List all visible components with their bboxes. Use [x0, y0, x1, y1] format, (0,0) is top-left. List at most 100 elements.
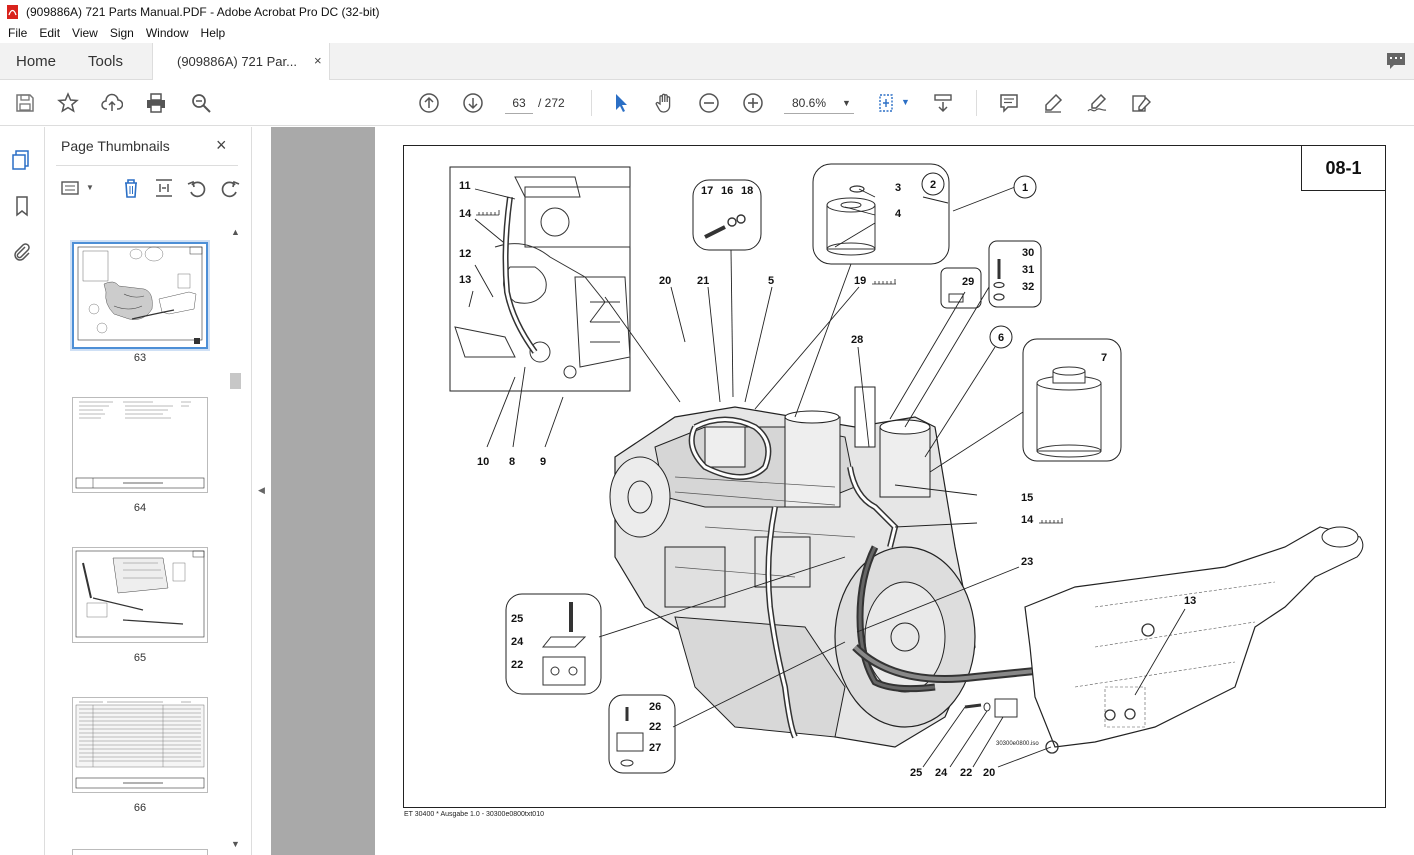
search-zoom-icon[interactable]: [189, 91, 213, 115]
zoom-value: 80.6%: [792, 95, 827, 110]
thumbnail-page-number: 63: [133, 352, 147, 364]
hand-icon[interactable]: [653, 91, 677, 115]
svg-text:13: 13: [459, 274, 471, 286]
thumbnail-page-64[interactable]: [72, 397, 208, 493]
svg-text:22: 22: [511, 659, 523, 671]
thumbnail-page-number: 65: [133, 652, 147, 664]
svg-text:30: 30: [1022, 247, 1034, 259]
svg-text:14: 14: [459, 208, 472, 220]
title-bar: (909886A) 721 Parts Manual.PDF - Adobe A…: [0, 0, 1414, 23]
svg-text:14: 14: [1021, 514, 1034, 526]
engine-illustration: [609, 386, 976, 748]
page-code: 08-1: [1301, 145, 1386, 191]
svg-text:10: 10: [477, 456, 489, 468]
scroll-up-icon[interactable]: ▲: [231, 227, 240, 237]
thumbnail-page-65[interactable]: [72, 547, 208, 643]
comment-bubble-icon[interactable]: [1386, 52, 1406, 70]
rotate-right-icon[interactable]: [219, 177, 241, 199]
tab-tools[interactable]: Tools: [88, 53, 124, 70]
menu-edit[interactable]: Edit: [39, 26, 61, 40]
extract-pages-icon[interactable]: [153, 177, 175, 199]
menu-file[interactable]: File: [8, 26, 28, 40]
svg-text:7: 7: [1101, 352, 1107, 364]
drawing-frame: [403, 145, 1386, 808]
thumbnail-page-67-partial[interactable]: [72, 849, 208, 855]
menu-help[interactable]: Help: [200, 26, 226, 40]
options-menu-icon[interactable]: [60, 177, 82, 199]
zoom-in-icon[interactable]: [741, 91, 765, 115]
page-thumbnails-icon[interactable]: [11, 149, 33, 171]
menu-window[interactable]: Window: [145, 26, 189, 40]
bookmark-star-icon[interactable]: [56, 91, 80, 115]
svg-text:15: 15: [1021, 492, 1033, 504]
page-down-icon[interactable]: [461, 91, 485, 115]
edit-icon[interactable]: [1129, 91, 1153, 115]
page-footer: ET 30400 * Ausgabe 1.0 - 30300e0800txt01…: [404, 811, 544, 818]
highlight-icon[interactable]: [1041, 91, 1065, 115]
thumbnail-page-63[interactable]: [72, 242, 208, 349]
collapse-arrow-icon[interactable]: ◀: [258, 485, 265, 495]
menu-bar: File Edit View Sign Window Help: [0, 23, 1414, 43]
zoom-out-icon[interactable]: [697, 91, 721, 115]
upload-icon[interactable]: [100, 91, 124, 115]
panel-collapse-bar[interactable]: ◀: [253, 127, 271, 855]
svg-text:5: 5: [768, 275, 774, 287]
thumbnail-preview: [77, 246, 203, 344]
scroll-down-icon[interactable]: ▼: [231, 839, 240, 849]
tab-close-icon[interactable]: ×: [314, 53, 322, 68]
svg-text:17: 17: [701, 185, 713, 197]
toolbar-divider: [591, 90, 592, 116]
thumbnail-preview: [75, 550, 205, 638]
svg-text:25: 25: [910, 767, 922, 779]
zoom-select[interactable]: 80.6% ▼: [784, 92, 854, 114]
callout-labels: 11 14 12 13 10 8 9 17 16 18 20 21 5 19 3…: [459, 179, 1196, 779]
svg-text:27: 27: [649, 742, 661, 754]
tab-home[interactable]: Home: [16, 53, 57, 70]
thumbnail-preview: [75, 701, 205, 789]
options-chevron-icon[interactable]: ▼: [86, 183, 94, 192]
document-viewport[interactable]: 08-1: [271, 127, 1414, 855]
panel-divider: [56, 165, 238, 166]
select-cursor-icon[interactable]: [609, 91, 633, 115]
svg-text:28: 28: [851, 334, 863, 346]
pdf-app-icon: [7, 4, 18, 19]
svg-text:26: 26: [649, 701, 661, 713]
delete-trash-icon[interactable]: [120, 177, 142, 199]
panel-close-icon[interactable]: ×: [216, 135, 227, 155]
svg-text:9: 9: [540, 456, 546, 468]
tab-document-label: (909886A) 721 Par...: [177, 54, 297, 69]
left-navigation-rail: [0, 127, 45, 855]
page-thumbnails-panel: Page Thumbnails × ▼: [46, 127, 252, 855]
svg-text:8: 8: [509, 456, 515, 468]
thumbnail-preview: [75, 401, 205, 489]
svg-text:29: 29: [962, 276, 974, 288]
rotate-left-icon[interactable]: [186, 177, 208, 199]
svg-text:18: 18: [741, 185, 753, 197]
fit-page-icon[interactable]: [875, 91, 899, 115]
scrollbar-thumb[interactable]: [230, 373, 241, 389]
svg-text:2: 2: [930, 179, 936, 191]
svg-text:23: 23: [1021, 556, 1033, 568]
parts-exploded-diagram: 11 14 12 13 10 8 9 17 16 18 20 21 5 19 3…: [449, 163, 1364, 779]
print-icon[interactable]: [144, 91, 168, 115]
menu-view[interactable]: View: [72, 26, 98, 40]
fit-page-chevron-icon[interactable]: ▼: [901, 97, 910, 107]
page-up-icon[interactable]: [417, 91, 441, 115]
thumbnail-scrollbar[interactable]: ▲ ▼: [229, 227, 242, 855]
save-icon[interactable]: [13, 91, 37, 115]
page-number-input[interactable]: [505, 92, 533, 114]
sign-icon[interactable]: [1085, 91, 1109, 115]
tab-document[interactable]: (909886A) 721 Par... ×: [152, 43, 330, 80]
bookmarks-icon[interactable]: [11, 195, 33, 217]
callout-box-30-32: [988, 240, 1042, 308]
svg-text:19: 19: [854, 275, 866, 287]
svg-text:12: 12: [459, 248, 471, 260]
svg-text:3: 3: [895, 182, 901, 194]
comment-icon[interactable]: [997, 91, 1021, 115]
scroll-mode-icon[interactable]: [931, 91, 955, 115]
attachments-paperclip-icon[interactable]: [11, 241, 33, 263]
menu-sign[interactable]: Sign: [109, 26, 134, 40]
thumbnail-page-66[interactable]: [72, 697, 208, 793]
pdf-page: 08-1: [375, 127, 1414, 855]
